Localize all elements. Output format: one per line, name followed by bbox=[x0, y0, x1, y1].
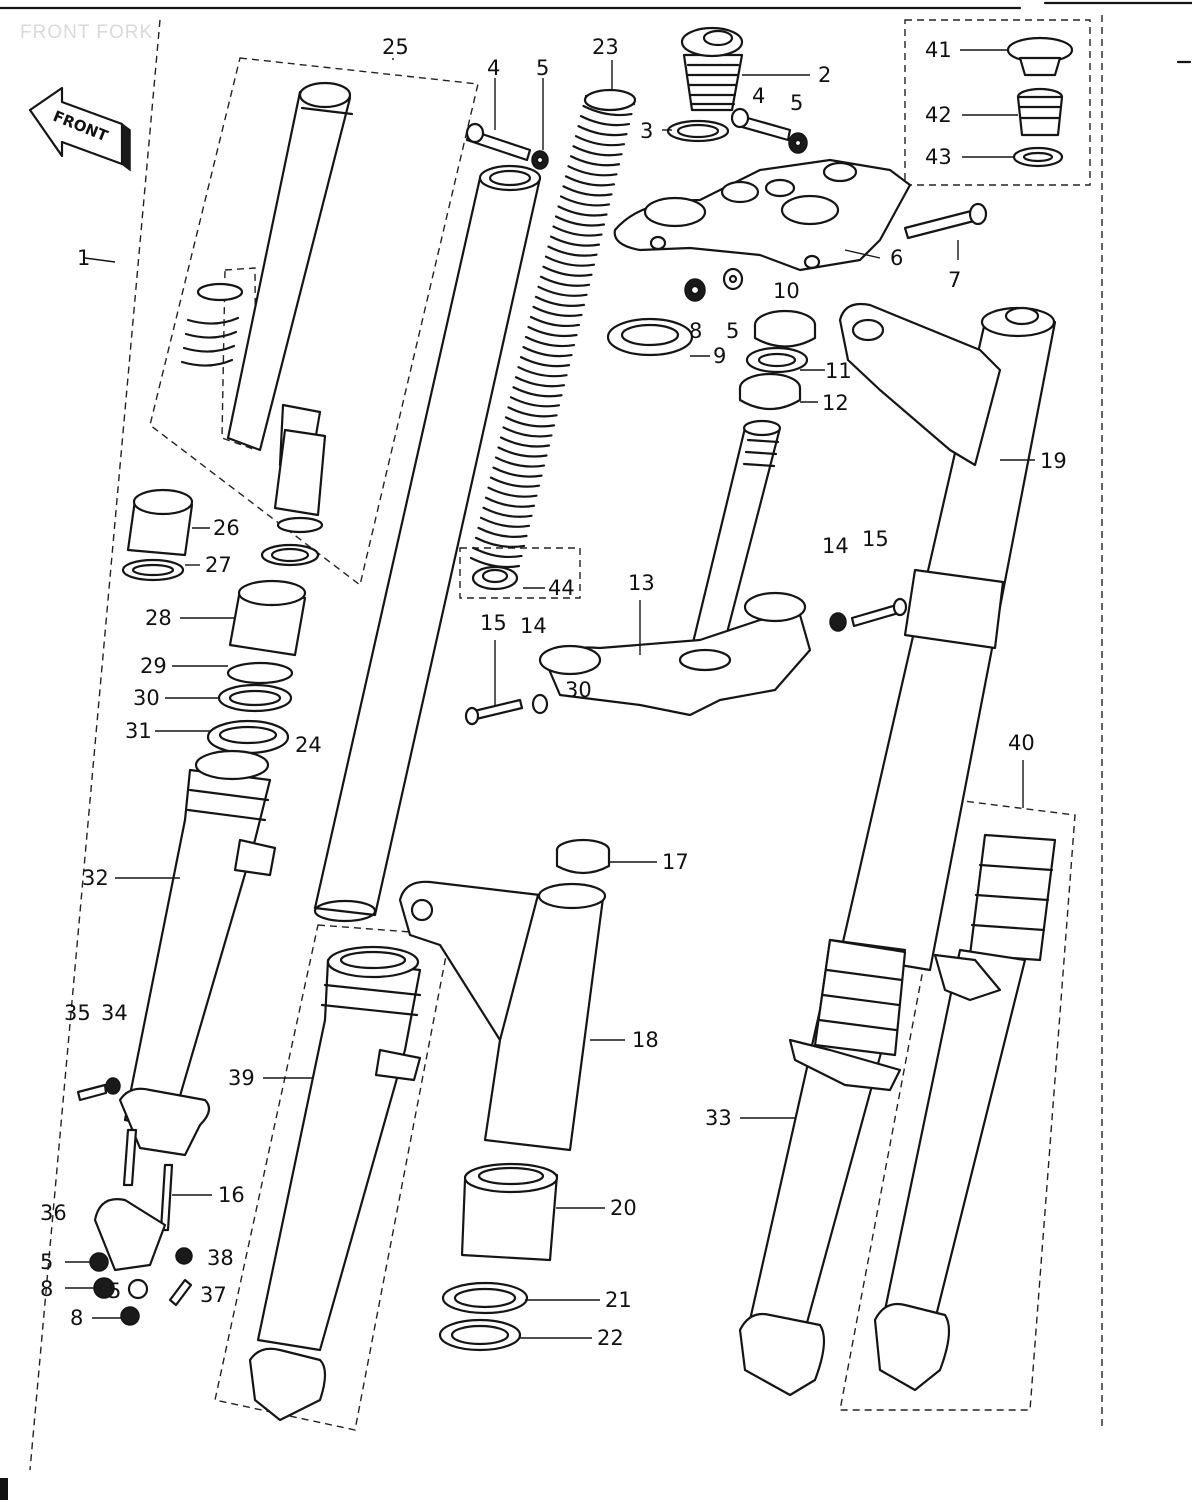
callout-37: 37 bbox=[200, 1283, 227, 1307]
outer-tube-40 bbox=[873, 833, 1057, 1392]
callout-3: 3 bbox=[640, 119, 653, 143]
callout-28: 28 bbox=[145, 606, 172, 630]
steering-stem-13 bbox=[538, 419, 812, 717]
callout-15: 15 bbox=[480, 611, 507, 635]
callout-30: 30 bbox=[565, 678, 592, 702]
callout-6: 6 bbox=[890, 246, 903, 270]
callout-18: 18 bbox=[632, 1028, 659, 1052]
callout-30: 30 bbox=[133, 686, 160, 710]
fork-top-bolt-2 bbox=[666, 26, 744, 143]
callout-42: 42 bbox=[925, 103, 952, 127]
callout-36: 36 bbox=[40, 1201, 67, 1225]
group-boxes bbox=[149, 19, 1091, 1431]
outer-tube-32 bbox=[118, 749, 277, 1157]
upper-tube-19 bbox=[838, 302, 1057, 972]
callout-19: 19 bbox=[1040, 449, 1067, 473]
damper-parts-left bbox=[180, 282, 327, 567]
inset-parts-41-43 bbox=[1006, 36, 1074, 168]
nuts-8-5-top bbox=[684, 267, 744, 302]
callout-17: 17 bbox=[662, 850, 689, 874]
callout-labels: 1 2 3 4 4 5 5 5 5 5 6 7 8 8 8 9 10 11 12… bbox=[40, 35, 1067, 1350]
callout-32: 32 bbox=[82, 866, 109, 890]
leader-lines bbox=[65, 49, 1035, 1339]
callout-24: 24 bbox=[295, 733, 322, 757]
callout-8: 8 bbox=[40, 1277, 53, 1301]
callout-41: 41 bbox=[925, 38, 952, 62]
callout-13: 13 bbox=[628, 571, 655, 595]
upper-bracket-6 bbox=[613, 158, 912, 272]
cap-17 bbox=[555, 838, 611, 875]
callout-5: 5 bbox=[536, 56, 549, 80]
callout-22: 22 bbox=[597, 1326, 624, 1350]
callout-25: 25 bbox=[382, 35, 409, 59]
callout-8: 8 bbox=[689, 319, 702, 343]
headlight-bracket-18 bbox=[398, 880, 607, 1152]
callout-29: 29 bbox=[140, 654, 167, 678]
callout-16: 16 bbox=[218, 1183, 245, 1207]
callout-35: 35 bbox=[64, 1001, 91, 1025]
cover-20-rings-21-22 bbox=[438, 1162, 559, 1352]
callout-8: 8 bbox=[70, 1306, 83, 1330]
seals-26-31 bbox=[121, 488, 307, 755]
callout-26: 26 bbox=[213, 516, 240, 540]
callout-14: 14 bbox=[822, 534, 849, 558]
diagram-title: FRONT FORK bbox=[20, 22, 153, 43]
callout-40: 40 bbox=[1008, 731, 1035, 755]
outer-tube-39 bbox=[248, 945, 422, 1422]
callout-1: 1 bbox=[77, 246, 90, 270]
callout-20: 20 bbox=[610, 1196, 637, 1220]
callout-33: 33 bbox=[705, 1106, 732, 1130]
bolts-14-15 bbox=[464, 597, 908, 726]
washer-9 bbox=[606, 317, 694, 357]
callout-44: 44 bbox=[548, 576, 575, 600]
callout-9: 9 bbox=[713, 344, 726, 368]
bolt-7 bbox=[903, 202, 988, 240]
callout-5: 5 bbox=[726, 319, 739, 343]
callout-38: 38 bbox=[207, 1246, 234, 1270]
callout-34: 34 bbox=[101, 1001, 128, 1025]
callout-4: 4 bbox=[487, 56, 500, 80]
callout-5: 5 bbox=[108, 1279, 121, 1303]
stem-nuts-10-11-12 bbox=[738, 309, 817, 410]
callout-39: 39 bbox=[228, 1066, 255, 1090]
bolt-4-right bbox=[730, 107, 808, 154]
callout-15: 15 bbox=[862, 527, 889, 551]
inner-tube-left bbox=[226, 81, 354, 452]
inner-tube-24 bbox=[313, 164, 542, 923]
callout-31: 31 bbox=[125, 719, 152, 743]
front-direction-arrow: FRONT bbox=[28, 86, 131, 172]
callout-5: 5 bbox=[790, 91, 803, 115]
callout-12: 12 bbox=[822, 391, 849, 415]
bolt-4-left bbox=[465, 122, 549, 170]
spring-seat-44 bbox=[471, 565, 519, 591]
callout-27: 27 bbox=[205, 553, 232, 577]
callout-7: 7 bbox=[948, 268, 961, 292]
fork-spring-23 bbox=[469, 88, 637, 569]
axle-clamp-parts bbox=[76, 1077, 193, 1326]
callout-2: 2 bbox=[818, 63, 831, 87]
callout-23: 23 bbox=[592, 35, 619, 59]
callout-43: 43 bbox=[925, 145, 952, 169]
outer-tube-33 bbox=[738, 938, 907, 1397]
callout-21: 21 bbox=[605, 1288, 632, 1312]
callout-10: 10 bbox=[773, 279, 800, 303]
callout-14: 14 bbox=[520, 614, 547, 638]
callout-4: 4 bbox=[752, 84, 765, 108]
callout-11: 11 bbox=[825, 359, 852, 383]
callout-5: 5 bbox=[40, 1250, 53, 1274]
